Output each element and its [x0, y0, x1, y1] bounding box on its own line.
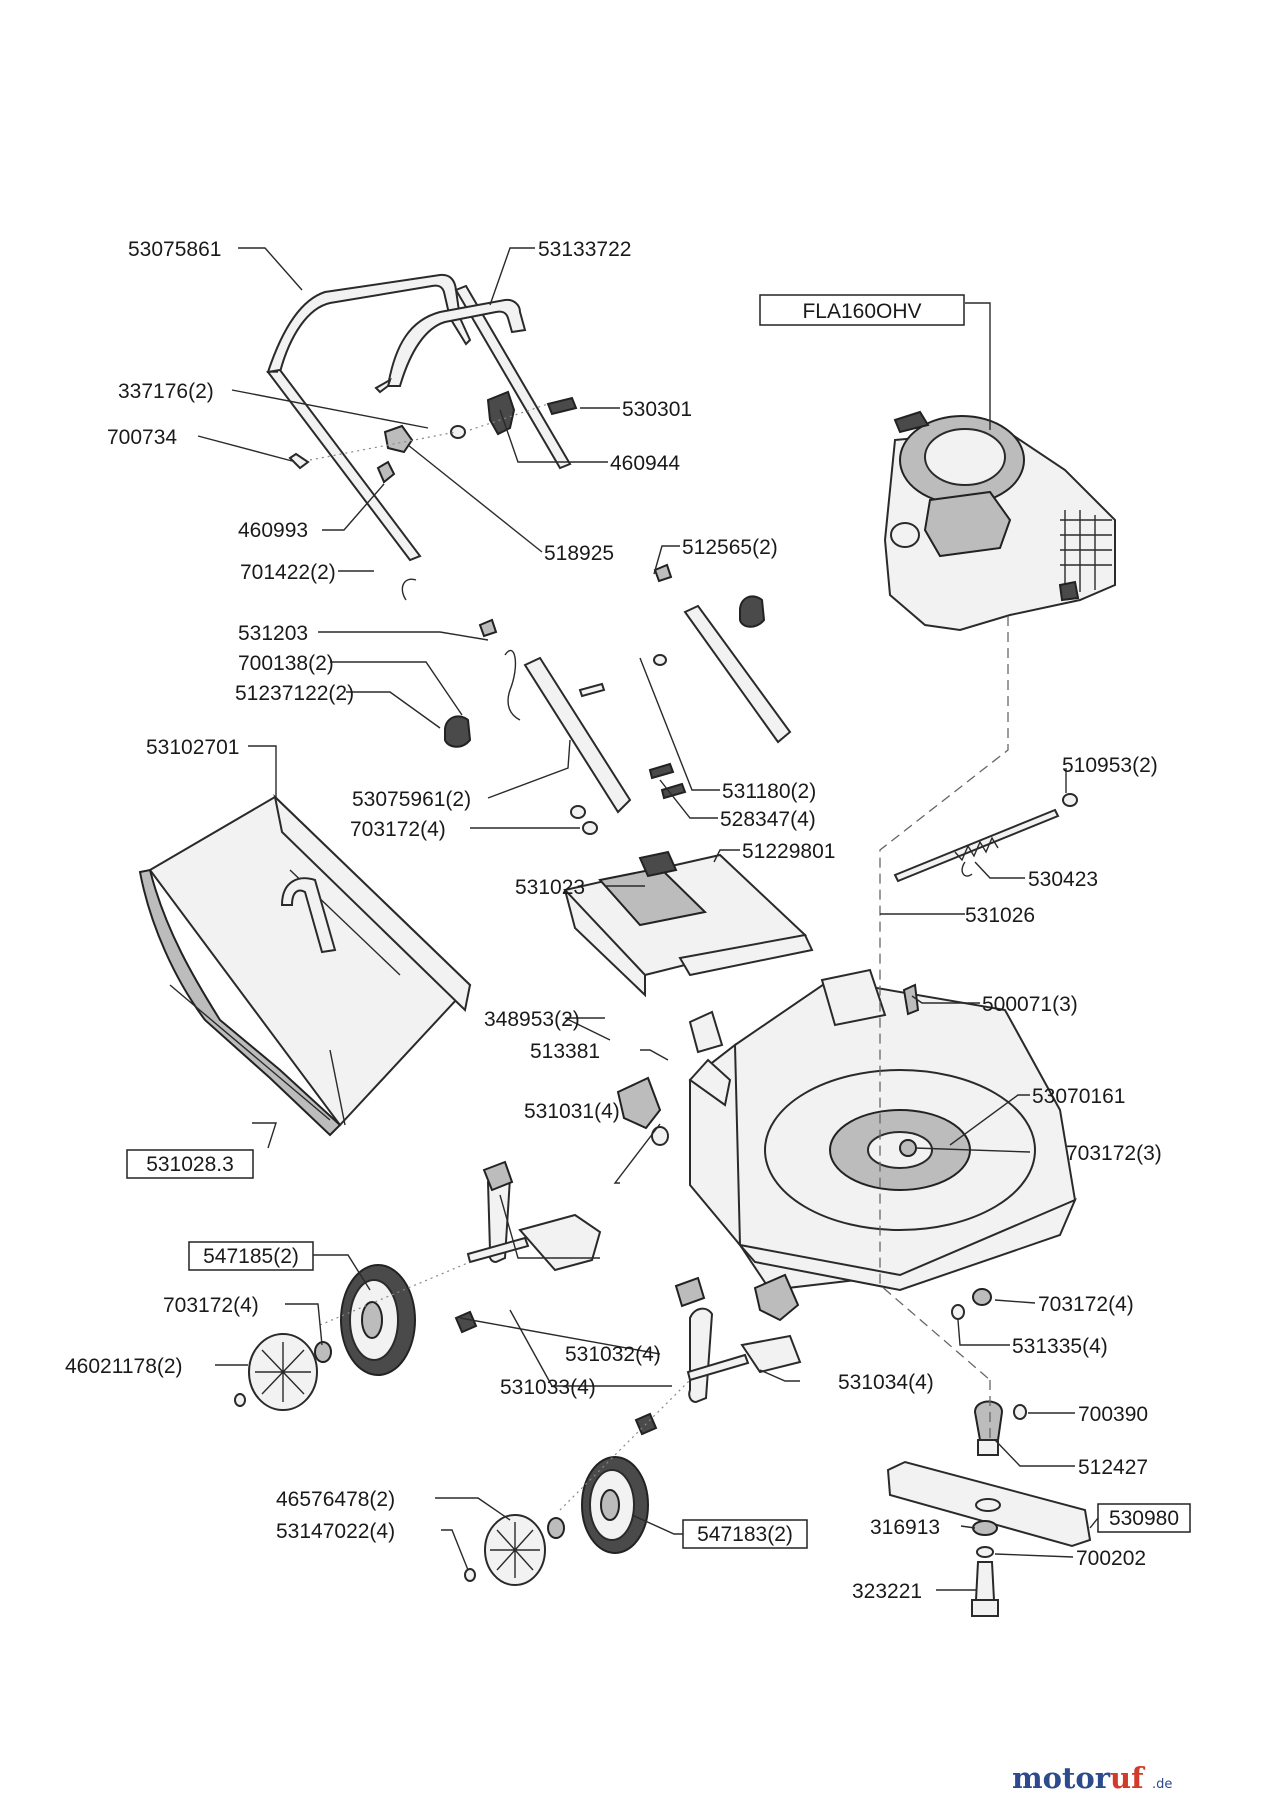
site-watermark: motor uf .de — [1012, 1761, 1172, 1795]
assembly-centerlines — [879, 616, 1009, 1440]
part-label-53075961: 53075961(2) — [352, 788, 471, 811]
leader-lines — [197, 247, 1099, 1591]
part-label-531031: 531031(4) — [524, 1100, 620, 1123]
catcher-label-box — [126, 1149, 254, 1179]
part-label-531034: 531034(4) — [838, 1371, 934, 1394]
grass-catcher-drawing — [138, 794, 472, 1137]
upper-handle-drawing — [266, 273, 572, 562]
part-label-460944: 460944 — [610, 452, 680, 475]
lower-handle-drawing — [374, 298, 527, 394]
part-label-53075861: 53075861 — [128, 238, 221, 261]
part-label-531026: 531026 — [965, 904, 1035, 927]
engine-drawing — [883, 410, 1116, 632]
spring-rod-drawing — [893, 793, 1078, 883]
part-label-703172-deck: 703172(3) — [1066, 1142, 1162, 1165]
part-label-53070161: 53070161 — [1032, 1085, 1125, 1108]
part-label-46021178: 46021178(2) — [65, 1355, 183, 1378]
part-label-700138: 700138(2) — [238, 652, 334, 675]
discharge-flap-drawing — [563, 850, 814, 998]
watermark-accent: uf — [1110, 1761, 1146, 1795]
part-label-500071: 500071(3) — [982, 993, 1078, 1016]
engine-label-box — [759, 294, 965, 326]
part-label-53102701: 53102701 — [146, 736, 239, 759]
handle-clamp-drawing — [288, 390, 578, 601]
part-label-531028-3: 531028.3 — [146, 1153, 234, 1176]
part-label-700202: 700202 — [1076, 1547, 1146, 1570]
mower-deck-drawing — [688, 968, 1077, 1292]
part-label-701422: 701422(2) — [240, 561, 336, 584]
height-adjuster-drawing — [454, 1076, 802, 1436]
part-label-531335: 531335(4) — [1012, 1335, 1108, 1358]
part-label-46576478: 46576478(2) — [276, 1488, 395, 1511]
part-label-512427: 512427 — [1078, 1456, 1148, 1479]
part-label-fla160ohv: FLA160OHV — [802, 300, 921, 323]
part-label-547183: 547183(2) — [697, 1523, 793, 1546]
part-label-530980: 530980 — [1109, 1507, 1179, 1530]
part-label-51237122: 51237122(2) — [235, 682, 354, 705]
part-label-530423: 530423 — [1028, 868, 1098, 891]
part-label-510953: 510953(2) — [1062, 754, 1158, 777]
part-label-337176: 337176(2) — [118, 380, 214, 403]
part-label-51229801: 51229801 — [742, 840, 835, 863]
part-label-700734: 700734 — [107, 426, 177, 449]
part-label-513381: 513381 — [530, 1040, 600, 1063]
part-label-531023: 531023 — [515, 876, 585, 899]
part-label-460993: 460993 — [238, 519, 308, 542]
front-wheel-label-box — [682, 1519, 808, 1549]
rear-wheel-label-box — [188, 1241, 314, 1271]
part-label-703172-front: 703172(4) — [1038, 1293, 1134, 1316]
height-lever-drawing — [444, 563, 792, 835]
part-label-530301: 530301 — [622, 398, 692, 421]
part-label-323221: 323221 — [852, 1580, 922, 1603]
part-label-703172-handle: 703172(4) — [350, 818, 446, 841]
part-label-518925: 518925 — [544, 542, 614, 565]
watermark-main: motor — [1012, 1761, 1111, 1795]
misc-fasteners-drawing — [899, 983, 992, 1320]
part-label-53133722: 53133722 — [538, 238, 631, 261]
part-label-528347: 528347(4) — [720, 808, 816, 831]
part-label-531180: 531180(2) — [722, 780, 816, 803]
front-wheel-assembly-drawing — [464, 1379, 691, 1586]
part-label-703172-wheel: 703172(4) — [163, 1294, 259, 1317]
watermark-suffix: .de — [1152, 1777, 1172, 1792]
part-label-316913: 316913 — [870, 1516, 940, 1539]
part-label-531032: 531032(4) — [565, 1343, 661, 1366]
part-label-53147022: 53147022(4) — [276, 1520, 395, 1543]
part-label-700390: 700390 — [1078, 1403, 1148, 1426]
part-label-531033: 531033(4) — [500, 1376, 596, 1399]
part-label-512565: 512565(2) — [682, 536, 778, 559]
part-label-547185: 547185(2) — [203, 1245, 299, 1268]
blade-assembly-drawing — [886, 1400, 1092, 1617]
blade-label-box — [1097, 1503, 1191, 1533]
part-label-348953: 348953(2) — [484, 1008, 580, 1031]
part-label-531203: 531203 — [238, 622, 308, 645]
rear-wheel-assembly-drawing — [234, 1261, 471, 1411]
